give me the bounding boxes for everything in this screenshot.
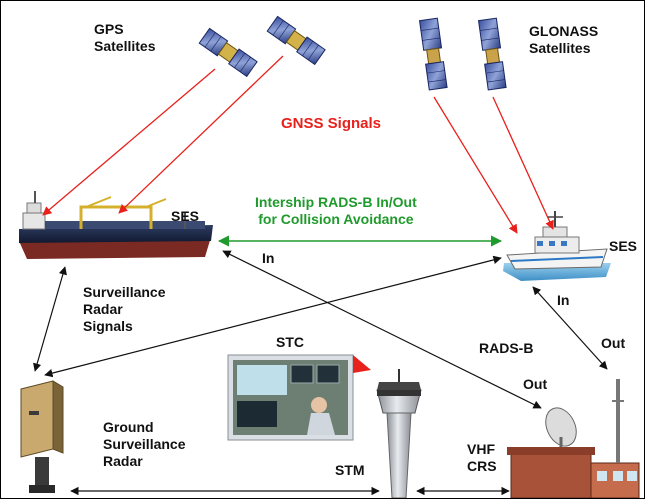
gnss-arrow-gps-2: [118, 55, 284, 214]
ses-left-label: SES: [171, 208, 200, 224]
cargo-vhf-arrow: [222, 250, 542, 409]
intership-label: Intership RADS-B In/Out for Collision Av…: [255, 194, 417, 227]
surveillance-radar-signals-label: Surveillance Radar Signals: [83, 284, 166, 334]
gps-satellite-icon: [198, 27, 258, 78]
stc-label: STC: [276, 334, 304, 350]
radar-icon: [20, 380, 64, 493]
in-right-label: In: [557, 292, 570, 308]
glonass-satellite-icon: [418, 17, 448, 91]
gnss-arrow-gps-1: [42, 68, 216, 216]
ship-radar-arrow: [33, 266, 67, 372]
glonass-satellites-label: GLONASS Satellites: [529, 23, 599, 56]
ses-right-label: SES: [609, 238, 638, 254]
out-lower-label: Out: [523, 376, 548, 392]
out-upper-label: Out: [601, 335, 626, 351]
cargo-ship-icon: [19, 191, 213, 259]
gnss-signal-arrows: [42, 55, 554, 234]
gps-satellite-icon: [266, 15, 326, 66]
gps-satellites-label: GPS Satellites: [94, 21, 156, 54]
link-arrows: [33, 250, 608, 496]
gnss-arrow-glonass-1: [433, 96, 518, 234]
in-left-label: In: [262, 250, 275, 266]
gnss-arrow-glonass-2: [492, 96, 554, 230]
patrol-ship-icon: [503, 211, 611, 281]
stm-label: STM: [335, 462, 365, 478]
rads-b-label: RADS-B: [479, 340, 534, 356]
ground-surveillance-radar-label: Ground Surveillance Radar: [103, 419, 186, 469]
control-tower-icon: [376, 369, 422, 498]
glonass-satellite-icon: [477, 17, 507, 91]
patrol-vhf-arrow: [532, 286, 608, 370]
gnss-signals-label: GNSS Signals: [281, 115, 382, 132]
vhf-station-icon: [507, 379, 640, 498]
control-room-photo: [227, 354, 371, 441]
vhf-crs-label: VHF CRS: [467, 441, 497, 474]
